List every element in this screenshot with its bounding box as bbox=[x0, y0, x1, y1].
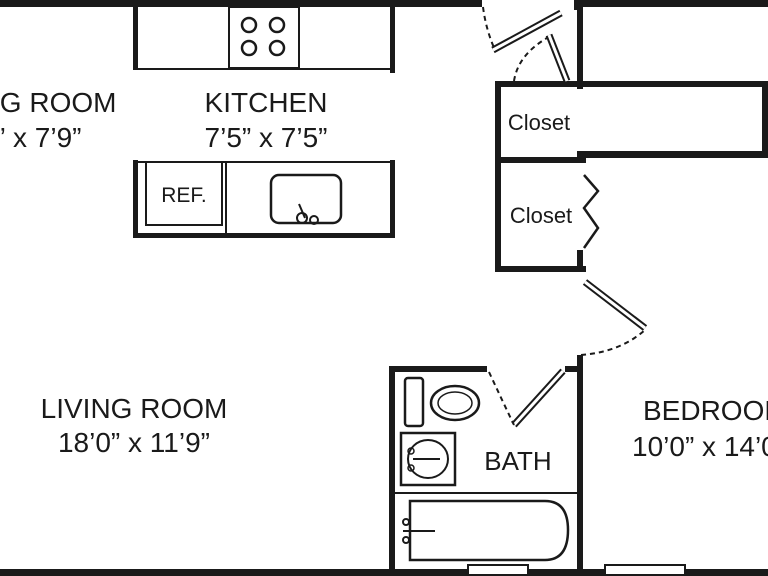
kitchen-dims: 7’5” x 7’5” bbox=[205, 122, 328, 153]
bath-label: BATH bbox=[484, 446, 551, 476]
bath-walls bbox=[389, 355, 583, 576]
kitchen-label: KITCHEN bbox=[205, 87, 328, 118]
closet-lower-bifold bbox=[582, 174, 600, 249]
bathtub bbox=[402, 499, 570, 562]
closet-walls bbox=[495, 7, 768, 272]
refrigerator-label: REF. bbox=[161, 184, 207, 207]
bottom-windows bbox=[467, 564, 686, 576]
living-room-dims: 18’0” x 11’9” bbox=[58, 427, 210, 458]
dining-room-dims: 9’0” x 7’9” bbox=[0, 122, 81, 153]
closet-upper-label: Closet bbox=[508, 110, 570, 135]
bath-sink bbox=[399, 431, 457, 487]
entry-door bbox=[482, 0, 581, 54]
bath-door bbox=[488, 368, 566, 428]
bedroom-label: BEDROOM bbox=[643, 395, 768, 426]
kitchen-sink bbox=[269, 173, 343, 225]
toilet bbox=[403, 376, 481, 428]
refrigerator bbox=[145, 161, 227, 233]
bedroom-door bbox=[580, 279, 648, 356]
dining-room-label: DINING ROOM bbox=[0, 87, 116, 118]
closet-lower-label: Closet bbox=[510, 203, 572, 228]
living-room-label: LIVING ROOM bbox=[41, 393, 228, 424]
bedroom-dims: 10’0” x 14’0” bbox=[632, 431, 768, 462]
stove bbox=[228, 6, 300, 69]
closet-upper-door bbox=[513, 33, 571, 83]
